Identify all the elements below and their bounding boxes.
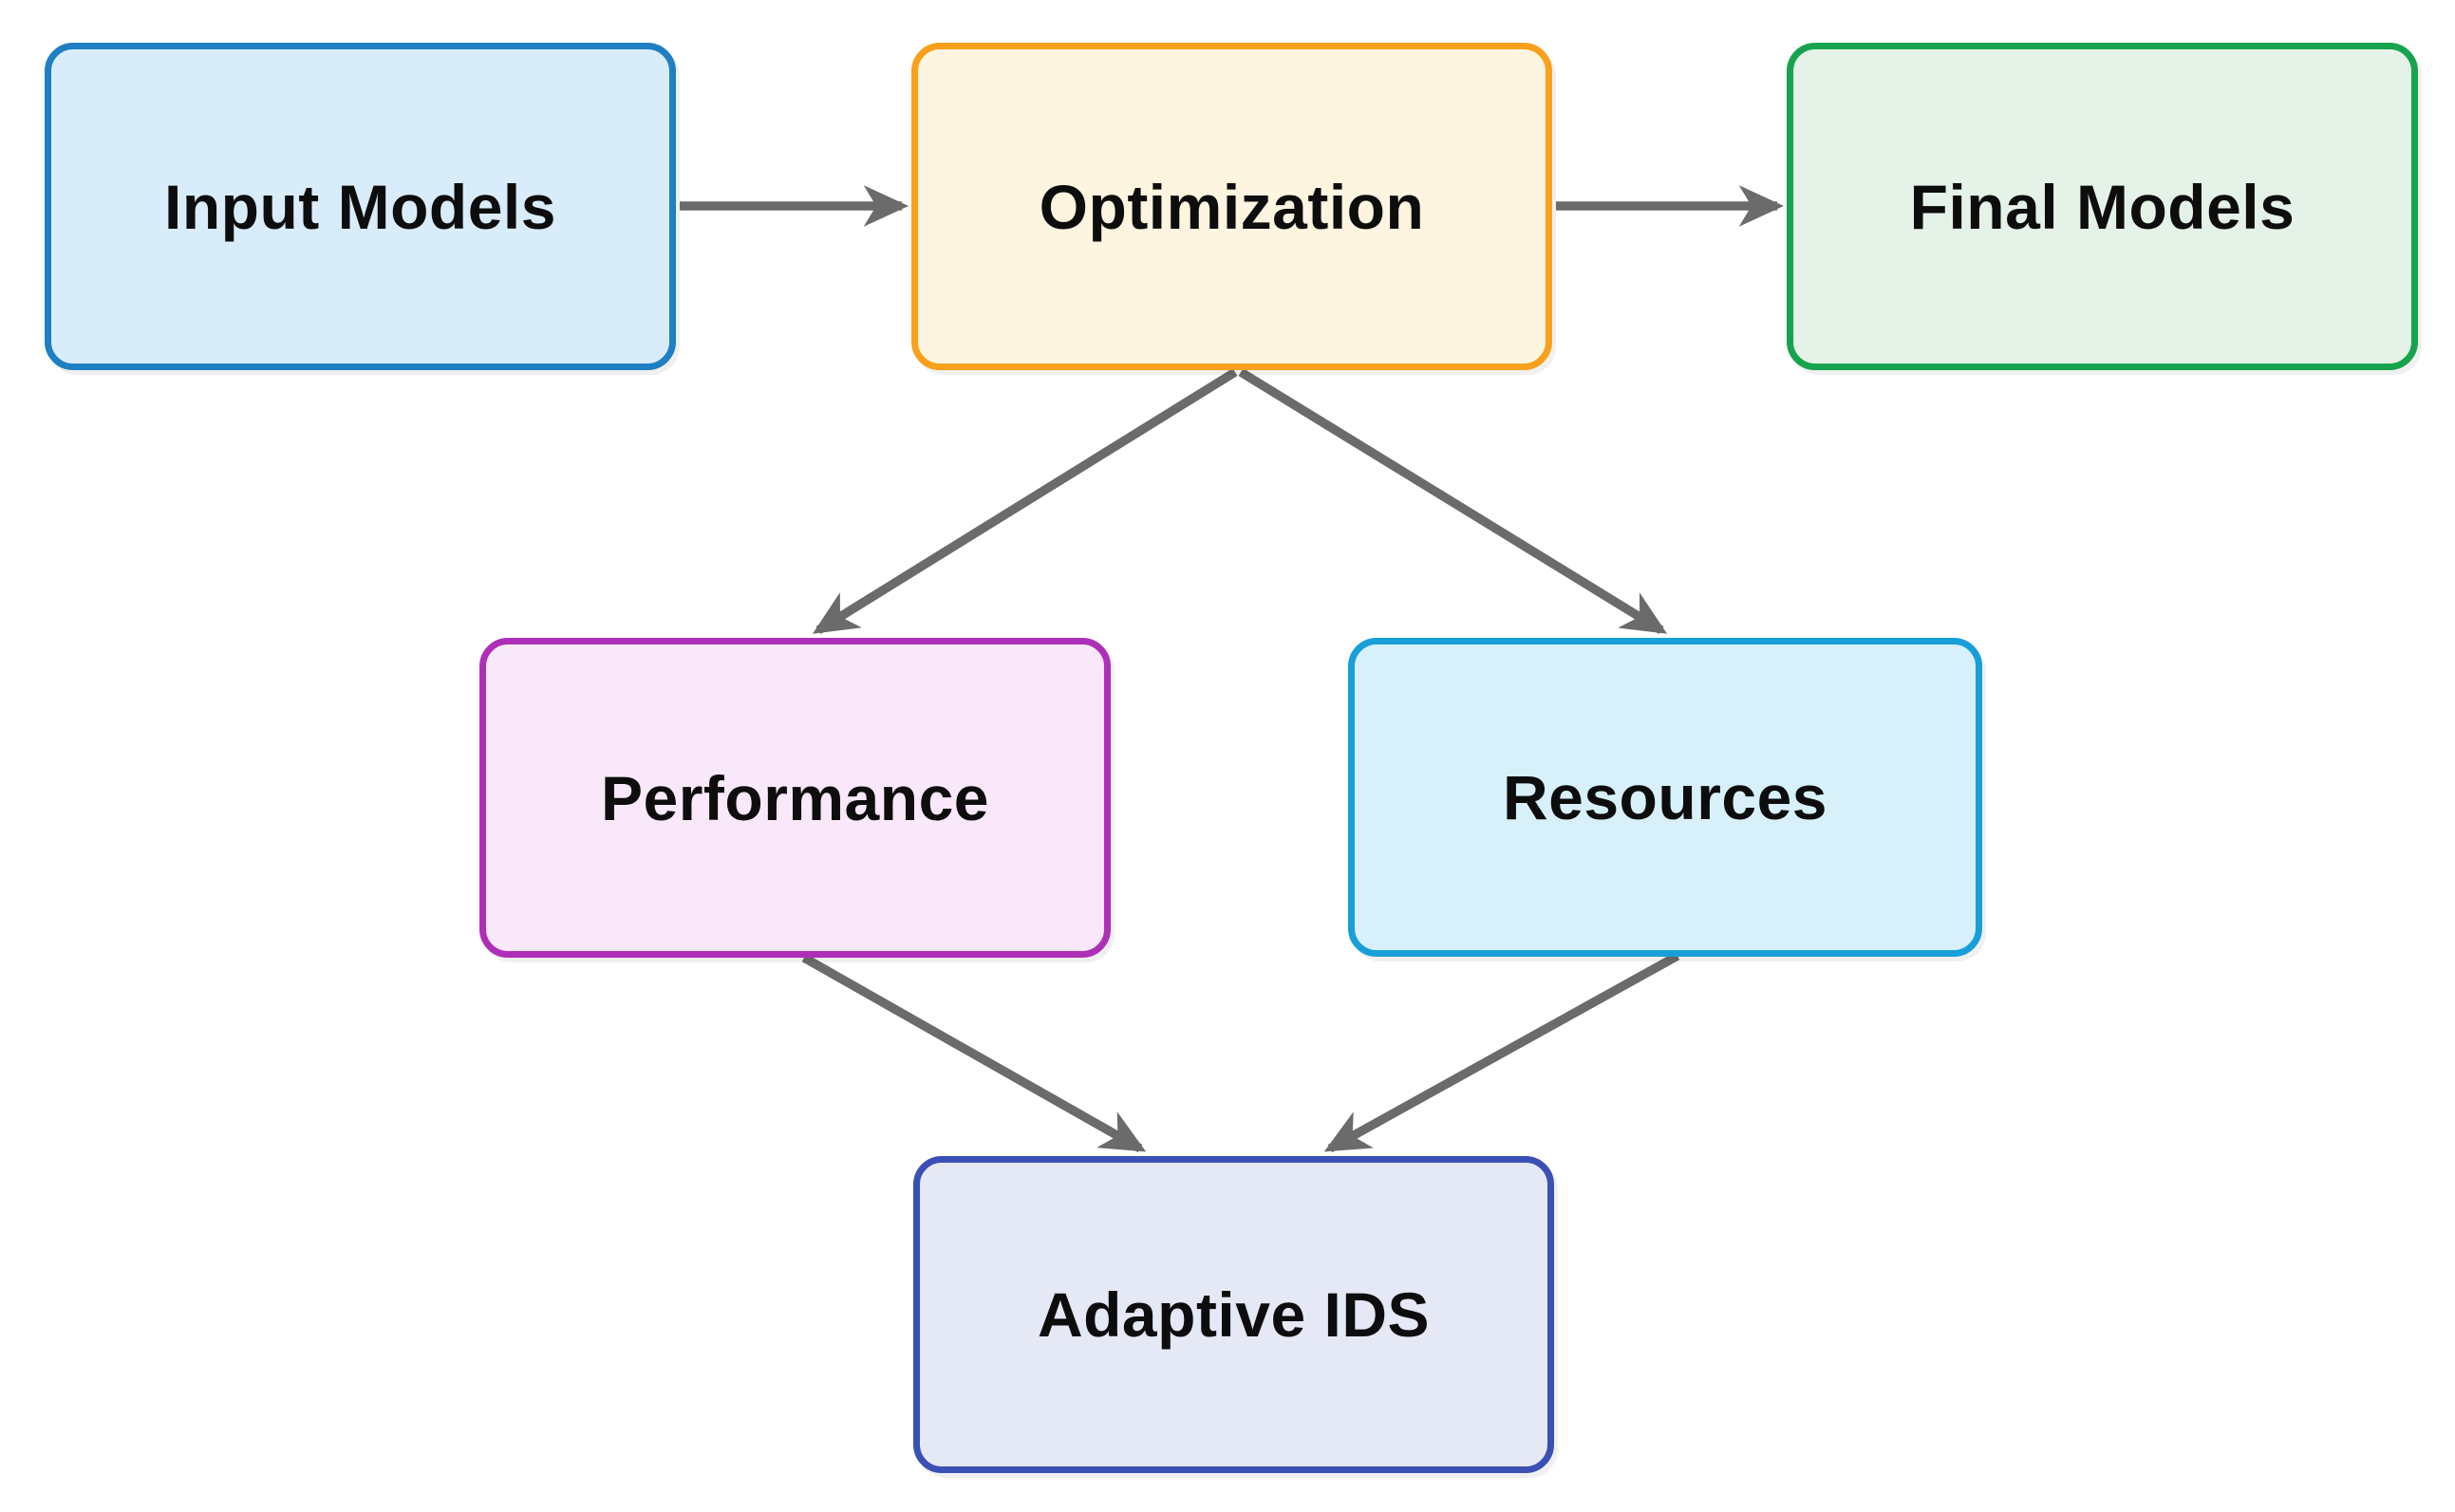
node-optimization-label: Optimization [1039,171,1425,242]
node-input-models-label: Input Models [164,171,556,242]
node-input-models: Input Models [45,43,676,370]
node-resources: Resources [1348,638,1982,957]
node-optimization: Optimization [911,43,1552,370]
node-performance-label: Performance [600,762,989,833]
node-adaptive-ids-label: Adaptive IDS [1037,1279,1431,1350]
node-final-models-label: Final Models [1909,171,2296,242]
node-final-models: Final Models [1787,43,2418,370]
edge-performance-to-adaptive [801,953,1147,1153]
edge-optimization-to-performance [812,367,1238,635]
node-adaptive-ids: Adaptive IDS [913,1156,1554,1473]
node-performance: Performance [479,638,1111,958]
node-resources-label: Resources [1502,762,1827,832]
edge-resources-to-adaptive [1323,951,1680,1153]
edge-optimization-to-resources [1238,367,1668,635]
